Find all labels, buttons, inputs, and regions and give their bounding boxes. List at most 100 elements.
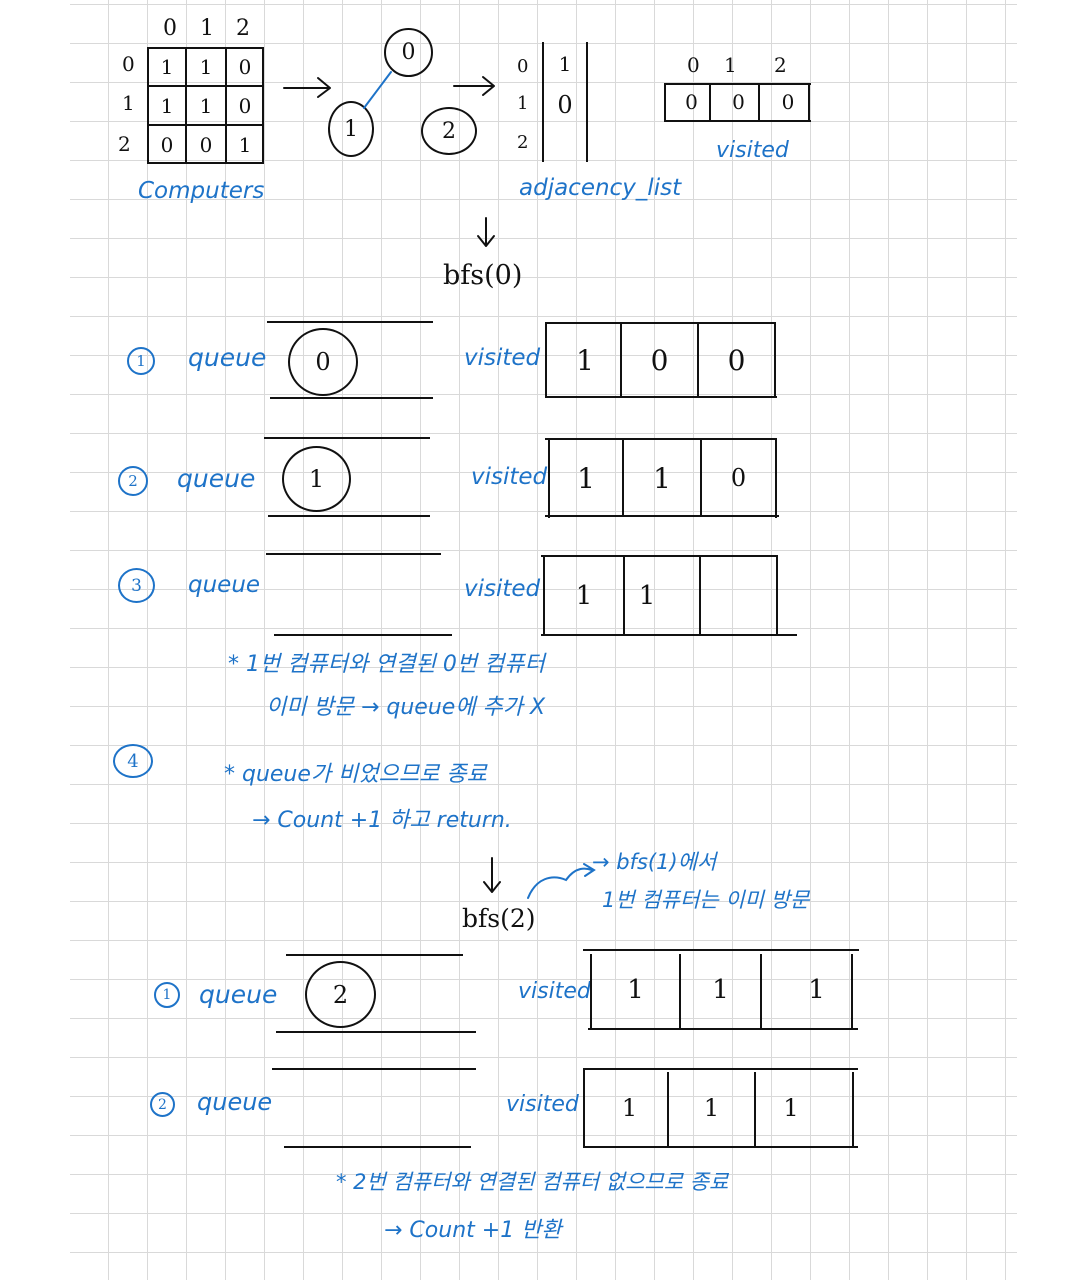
matrix-row-header-2: 2 <box>118 132 131 156</box>
queue-item: 0 <box>288 328 358 396</box>
graph-node-0: 0 <box>384 28 433 77</box>
visited-label: visited <box>471 464 548 490</box>
visited-cell: 1 <box>575 580 593 611</box>
visited-border <box>774 322 776 396</box>
page-margin-left <box>0 0 70 1280</box>
visited-border <box>583 1068 585 1146</box>
visited-border <box>709 83 711 120</box>
visited-cell: 1 <box>577 461 595 495</box>
note-already-visited-line1: * 1번 컴퓨터와 연결된 0번 컴퓨터 <box>228 652 545 677</box>
visited-label: visited <box>518 979 591 1004</box>
visited-label: visited <box>506 1092 579 1117</box>
queue-item: 2 <box>305 961 376 1028</box>
queue-label: queue <box>197 1088 273 1116</box>
visited-border <box>667 1072 669 1146</box>
visited-cell: 0 <box>685 90 698 114</box>
visited-label: visited <box>716 138 789 163</box>
visited-border <box>760 954 762 1028</box>
matrix-cell: 1 <box>160 93 174 118</box>
matrix-col-header-0: 0 <box>163 16 177 41</box>
visited-label: visited <box>464 576 541 602</box>
visited-header-1: 1 <box>724 53 737 77</box>
queue-border <box>267 321 433 323</box>
matrix-divider <box>225 47 227 164</box>
visited-cell: 1 <box>712 975 729 1005</box>
note-no-neighbors-line1: * 2번 컴퓨터와 연결된 컴퓨터 없으므로 종료 <box>336 1170 729 1194</box>
step-number-badge: 2 <box>150 1092 175 1117</box>
visited-border <box>583 1068 858 1070</box>
visited-border <box>545 322 547 396</box>
visited-cell: 0 <box>730 464 747 492</box>
matrix-cell: 0 <box>160 132 174 157</box>
visited-cell: 0 <box>781 90 795 114</box>
visited-cell: 1 <box>638 580 656 611</box>
queue-border <box>264 437 430 439</box>
visited-border <box>545 396 777 398</box>
queue-label: queue <box>177 464 256 493</box>
adjacency-value: 1 <box>558 52 572 76</box>
visited-cell: 1 <box>808 975 825 1005</box>
visited-border <box>583 1146 858 1148</box>
adjacency-label: adjacency_list <box>519 175 682 201</box>
matrix-cell: 1 <box>160 55 174 79</box>
graph-node-1: 1 <box>328 101 374 157</box>
adjacency-row-header-2: 2 <box>517 132 529 153</box>
step-number-badge: 3 <box>118 568 155 603</box>
adjacency-row-header-1: 1 <box>517 93 529 114</box>
visited-cell: 1 <box>653 461 671 495</box>
visited-border <box>548 438 550 518</box>
visited-border <box>622 438 624 515</box>
arrow-graph-to-list <box>453 76 495 96</box>
visited-cell: 0 <box>727 343 746 377</box>
graph-node-2: 2 <box>421 107 477 155</box>
visited-border <box>545 438 777 440</box>
visited-header-0: 0 <box>687 53 700 77</box>
queue-border <box>274 634 452 636</box>
arrow-down-to-bfs2 <box>483 857 501 893</box>
visited-cell: 0 <box>650 343 669 377</box>
page-margin-right <box>1017 0 1085 1280</box>
bfs0-title: bfs(0) <box>443 260 523 291</box>
matrix-cell: 0 <box>199 132 213 157</box>
aside-note-line1: → bfs(1)에서 <box>592 850 717 874</box>
visited-border <box>664 83 666 120</box>
arrow-down-to-bfs0 <box>477 217 495 247</box>
queue-label: queue <box>199 980 278 1009</box>
visited-border <box>758 83 760 120</box>
queue-border <box>266 553 441 555</box>
visited-border <box>543 555 545 634</box>
visited-border <box>545 515 779 517</box>
visited-border <box>583 949 859 951</box>
visited-border <box>541 555 777 557</box>
queue-border <box>272 1068 476 1070</box>
visited-border <box>620 322 622 396</box>
adjacency-row-header-0: 0 <box>517 56 529 77</box>
visited-cell: 0 <box>732 90 745 114</box>
note-no-neighbors-line2: → Count +1 반환 <box>384 1218 562 1243</box>
visited-cell: 1 <box>783 1094 799 1122</box>
step-number-badge: 2 <box>118 466 148 496</box>
queue-label: queue <box>188 572 261 598</box>
visited-border <box>590 954 592 1028</box>
matrix-divider <box>147 85 264 87</box>
visited-border <box>545 322 775 324</box>
graph-edge-0-1 <box>363 71 392 109</box>
visited-border <box>808 83 810 120</box>
adjacency-border <box>542 42 544 162</box>
bfs2-title: bfs(2) <box>462 904 536 933</box>
queue-border <box>284 1146 471 1148</box>
visited-border <box>775 438 777 518</box>
visited-border <box>699 555 701 634</box>
visited-border <box>697 322 699 396</box>
step-number-badge: 1 <box>127 347 155 375</box>
aside-curve-arrow <box>527 863 596 899</box>
visited-cell: 1 <box>703 1094 720 1122</box>
visited-border <box>588 1028 858 1030</box>
matrix-divider <box>147 124 264 126</box>
visited-border <box>664 120 811 122</box>
visited-cell: 1 <box>621 1094 638 1122</box>
matrix-cell: 1 <box>199 93 213 118</box>
visited-border <box>679 954 681 1028</box>
queue-item: 1 <box>282 446 351 512</box>
